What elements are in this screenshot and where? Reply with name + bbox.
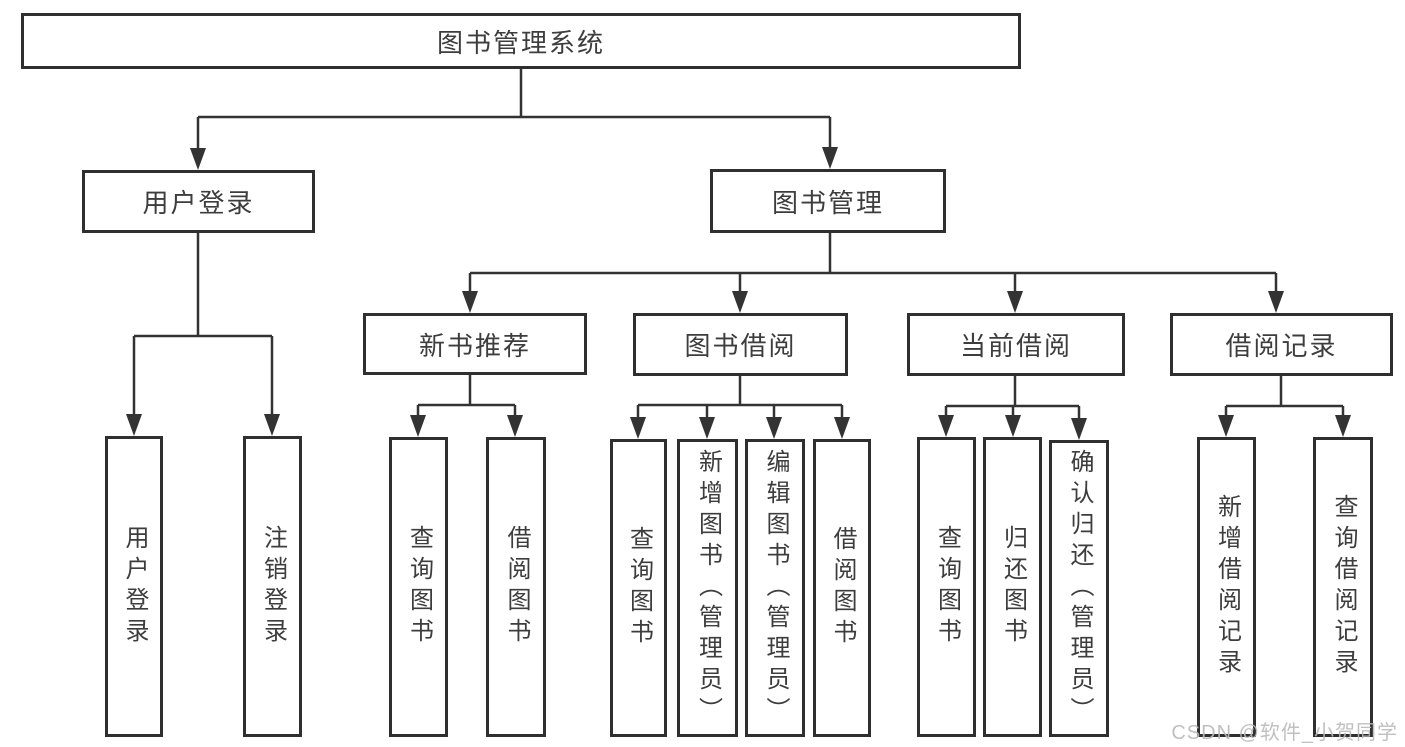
leaf-bb-borrow-books-label: 借阅图书 [829, 526, 856, 650]
leaf-cb-query-books-label: 查询图书 [933, 525, 961, 649]
leaf-nb-borrow-books-label: 借阅图书 [503, 525, 530, 649]
leaf-cb-confirm-return-admin-label: 确认归还（管理员） [1066, 449, 1093, 728]
node-current-borrow: 当前借阅 [907, 313, 1125, 376]
leaf-bb-query-books-label: 查询图书 [625, 526, 653, 650]
node-book-borrow: 图书借阅 [633, 313, 848, 376]
watermark-text: CSDN @软件_小贺同学 [1171, 722, 1398, 744]
node-book-management: 图书管理 [710, 169, 946, 233]
leaf-br-add-record-label: 新增借阅记录 [1213, 494, 1241, 680]
node-root: 图书管理系统 [21, 13, 1021, 69]
leaf-br-add-record: 新增借阅记录 [1197, 437, 1256, 737]
leaf-br-query-record-label: 查询借阅记录 [1330, 494, 1357, 680]
leaf-nb-query-books: 查询图书 [389, 437, 448, 737]
leaf-bb-borrow-books: 借阅图书 [813, 439, 871, 737]
leaf-logout-label: 注销登录 [259, 524, 287, 649]
leaf-cb-query-books: 查询图书 [917, 437, 976, 737]
leaf-user-login-label: 用户登录 [121, 524, 148, 649]
leaf-bb-edit-books-admin-label: 编辑图书（管理员） [762, 448, 789, 728]
leaf-nb-borrow-books: 借阅图书 [486, 437, 546, 737]
leaf-bb-add-books-admin: 新增图书（管理员） [677, 439, 738, 737]
leaf-user-login: 用户登录 [105, 436, 163, 737]
node-current-borrow-label: 当前借阅 [959, 331, 1072, 361]
node-new-book-recommend-label: 新书推荐 [418, 330, 531, 361]
node-borrow-records-label: 借阅记录 [1225, 331, 1338, 361]
leaf-logout: 注销登录 [243, 436, 302, 737]
leaf-cb-confirm-return-admin: 确认归还（管理员） [1049, 440, 1109, 737]
node-book-management-label: 图书管理 [771, 187, 884, 218]
node-root-label: 图书管理系统 [436, 27, 605, 58]
leaf-bb-add-books-admin-label: 新增图书（管理员） [694, 448, 722, 728]
leaf-cb-return-books-label: 归还图书 [999, 525, 1027, 649]
leaf-br-query-record: 查询借阅记录 [1313, 437, 1373, 737]
node-borrow-records: 借阅记录 [1170, 313, 1393, 376]
leaf-bb-query-books: 查询图书 [610, 439, 667, 737]
leaf-cb-return-books: 归还图书 [983, 437, 1042, 737]
leaf-bb-edit-books-admin: 编辑图书（管理员） [745, 439, 805, 737]
node-user-login-label: 用户登录 [142, 188, 255, 218]
node-book-borrow-label: 图书借阅 [684, 331, 797, 361]
node-user-login: 用户登录 [82, 170, 315, 233]
node-new-book-recommend: 新书推荐 [363, 313, 587, 375]
leaf-nb-query-books-label: 查询图书 [405, 525, 433, 649]
